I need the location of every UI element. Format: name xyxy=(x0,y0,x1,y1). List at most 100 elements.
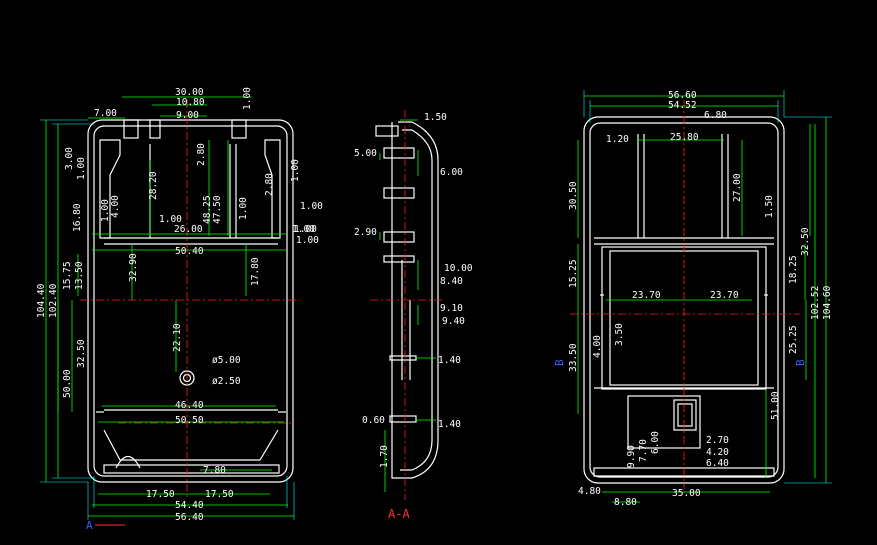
dim-section-2-90: 2.90 xyxy=(354,227,377,238)
back-view: 56.60 54.52 6.80 1.20 25.80 30.50 15.25 … xyxy=(553,90,833,508)
front-dimension-lines xyxy=(45,96,294,517)
dim-back-4-80: 4.80 xyxy=(578,486,601,497)
dim-front-1-c: 1.00 xyxy=(159,214,182,225)
dim-front-32-50: 32.50 xyxy=(76,339,87,368)
dim-front-50-50: 50.50 xyxy=(175,415,204,426)
dim-back-32-50: 32.50 xyxy=(800,227,811,256)
dim-section-1-70: 1.70 xyxy=(379,445,390,468)
dim-front-28-20: 28.20 xyxy=(148,171,159,200)
section-dimension-lines xyxy=(379,119,436,492)
dim-front-17-50-b: 17.50 xyxy=(205,489,234,500)
dim-front-46-40: 46.40 xyxy=(175,400,204,411)
dim-section-9-10: 9.10 xyxy=(440,303,463,314)
dim-front-47-50: 47.50 xyxy=(212,195,223,224)
dim-back-1-20: 1.20 xyxy=(606,134,629,145)
dim-front-1-e: 1.00 xyxy=(292,224,315,235)
dim-back-8-80: 8.80 xyxy=(614,497,637,508)
dim-back-102-52: 102.52 xyxy=(810,286,821,320)
dim-front-top-30: 30.00 xyxy=(175,87,204,98)
dim-back-15-25: 15.25 xyxy=(568,259,579,288)
section-title: A-A xyxy=(388,507,410,521)
dim-front-1-d: 1.00 xyxy=(238,197,249,220)
dim-back-4-20: 4.20 xyxy=(706,447,729,458)
dim-back-1-50: 1.50 xyxy=(764,195,775,218)
dim-front-17-50-a: 17.50 xyxy=(146,489,175,500)
dim-front-1-b: 1.00 xyxy=(100,199,111,222)
dim-front-56-40: 56.40 xyxy=(175,512,204,523)
dim-back-9-90: 9.90 xyxy=(626,445,637,468)
dim-back-2-70: 2.70 xyxy=(706,435,729,446)
section-mark-a: A xyxy=(86,519,93,532)
dim-back-18-25: 18.25 xyxy=(788,255,799,284)
dim-front-hole-2-5: ø2.50 xyxy=(212,376,241,387)
back-dimension-lines xyxy=(577,95,827,503)
dim-back-4: 4.00 xyxy=(592,335,603,358)
dim-front-102-40: 102.40 xyxy=(48,283,59,318)
dim-back-6: 6.00 xyxy=(650,431,661,454)
section-view: 1.50 6.00 10.00 8.40 9.10 9.40 1.40 1.40… xyxy=(354,110,473,521)
dim-section-1-40-a: 1.40 xyxy=(438,355,461,366)
dim-front-7-80: 7.80 xyxy=(203,465,226,476)
dim-front-32-90: 32.90 xyxy=(128,253,139,282)
dim-section-6: 6.00 xyxy=(440,167,463,178)
dim-front-17-80: 17.80 xyxy=(250,257,261,286)
dim-front-22-10: 22.10 xyxy=(172,323,183,352)
section-mark-b-left: B xyxy=(553,359,566,366)
dim-front-1-f: 1.00 xyxy=(290,159,301,182)
dim-section-5: 5.00 xyxy=(354,148,377,159)
dim-front-top-9: 9.00 xyxy=(176,110,199,121)
dim-front-48-25: 48.25 xyxy=(202,195,213,224)
dim-back-51: 51.00 xyxy=(770,391,781,420)
dim-front-26: 26.00 xyxy=(174,224,203,235)
dim-back-6-40: 6.40 xyxy=(706,458,729,469)
dim-front-54-40: 54.40 xyxy=(175,500,204,511)
dim-section-0-60: 0.60 xyxy=(362,415,385,426)
dim-front-top-10-80: 10.80 xyxy=(176,97,205,108)
dim-back-35: 35.00 xyxy=(672,488,701,499)
section-mark-front: A xyxy=(86,519,125,532)
dim-back-30-50: 30.50 xyxy=(568,181,579,210)
dim-front-top-7: 7.00 xyxy=(94,108,117,119)
dim-back-27: 27.00 xyxy=(732,173,743,202)
section-marks-back: B B xyxy=(553,359,807,366)
dim-back-25-25: 25.25 xyxy=(788,325,799,354)
dim-front-2-80-a: 2.80 xyxy=(196,143,207,166)
section-center-lines xyxy=(370,110,444,500)
dim-front-1-g: 1.00 xyxy=(300,201,323,212)
dim-back-33-50: 33.50 xyxy=(568,343,579,372)
dim-section-1-40-b: 1.40 xyxy=(438,419,461,430)
dim-front-4: 4.00 xyxy=(110,195,121,218)
section-mark-b-right: B xyxy=(794,359,807,366)
dim-back-25-80: 25.80 xyxy=(670,132,699,143)
dim-back-54-52: 54.52 xyxy=(668,100,697,111)
dim-front-1-i: 1.00 xyxy=(296,235,319,246)
front-outline xyxy=(87,119,294,483)
dim-front-50: 50.00 xyxy=(62,369,73,398)
front-extension-lines xyxy=(40,119,295,520)
dim-front-13-50: 13.50 xyxy=(74,261,85,290)
back-extension-lines xyxy=(583,90,832,484)
dim-section-1-50: 1.50 xyxy=(424,112,447,123)
dim-back-23-70-b: 23.70 xyxy=(710,290,739,301)
back-labels: 56.60 54.52 6.80 1.20 25.80 30.50 15.25 … xyxy=(568,90,833,508)
dim-front-104-40: 104.40 xyxy=(36,283,47,318)
dim-front-50-40: 50.40 xyxy=(175,246,204,257)
dim-back-104-60: 104.60 xyxy=(822,285,833,320)
dim-front-15-75: 15.75 xyxy=(62,261,73,290)
dim-back-23-70-a: 23.70 xyxy=(632,290,661,301)
dim-front-1-a: 1.00 xyxy=(76,157,87,180)
section-outline xyxy=(375,121,439,479)
dim-back-3-50: 3.50 xyxy=(614,323,625,346)
front-center-lines xyxy=(80,100,300,500)
dim-back-6-80: 6.80 xyxy=(704,110,727,121)
dim-front-top-1: 1.00 xyxy=(242,87,253,110)
dim-front-16-80: 16.80 xyxy=(72,203,83,232)
front-labels: 30.00 10.80 7.00 9.00 1.00 104.40 102.40… xyxy=(36,87,323,523)
front-view: 30.00 10.80 7.00 9.00 1.00 104.40 102.40… xyxy=(36,87,323,532)
back-center-lines xyxy=(570,100,800,490)
dim-back-7-70: 7.70 xyxy=(638,439,649,462)
dim-section-9-40: 9.40 xyxy=(442,316,465,327)
dim-back-56-60: 56.60 xyxy=(668,90,697,101)
dim-section-10: 10.00 xyxy=(444,263,473,274)
